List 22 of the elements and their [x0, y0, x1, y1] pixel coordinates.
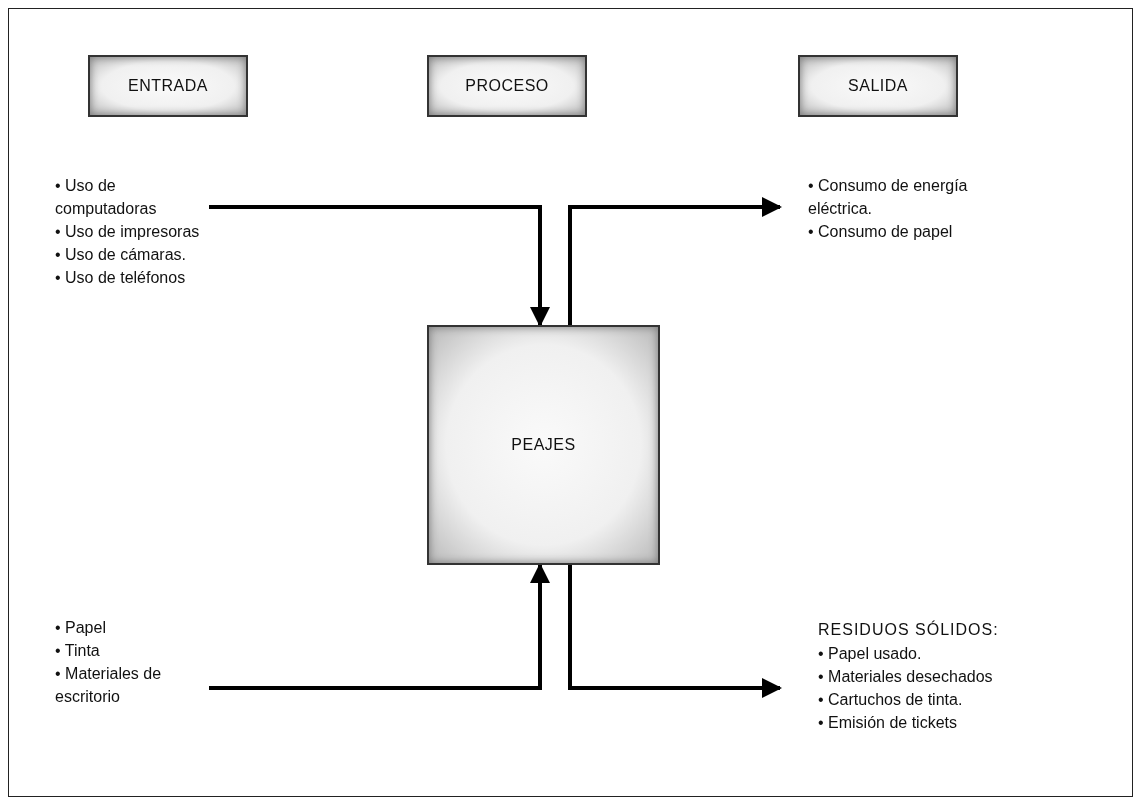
list-item: • Materiales de escritorio	[55, 664, 163, 707]
header-box: SALIDA	[798, 55, 958, 117]
list-item: • Tinta	[55, 641, 100, 661]
list-item: • Uso de impresoras	[55, 222, 200, 242]
arrow	[568, 565, 782, 698]
header-box: ENTRADA	[88, 55, 248, 117]
list-item: • Papel	[55, 618, 106, 638]
list-item: • Uso de teléfonos	[55, 268, 186, 288]
list-item: • Uso de cámaras.	[55, 245, 186, 265]
list-item: • Cartuchos de tinta.	[818, 690, 963, 710]
list-item: • Consumo de papel	[808, 222, 953, 242]
list-item: • Uso de computadoras	[55, 176, 158, 219]
arrow	[568, 197, 782, 325]
list-item: • Materiales desechados	[818, 667, 993, 687]
arrow	[209, 563, 550, 690]
list-item: • Consumo de energía eléctrica.	[808, 176, 969, 219]
process-box: PEAJES	[427, 325, 660, 565]
header-box: PROCESO	[427, 55, 587, 117]
list-item: • Papel usado.	[818, 644, 922, 664]
list-item: • Emisión de tickets	[818, 713, 957, 733]
list-heading: RESIDUOS SÓLIDOS:	[818, 619, 999, 640]
arrow	[209, 205, 550, 327]
